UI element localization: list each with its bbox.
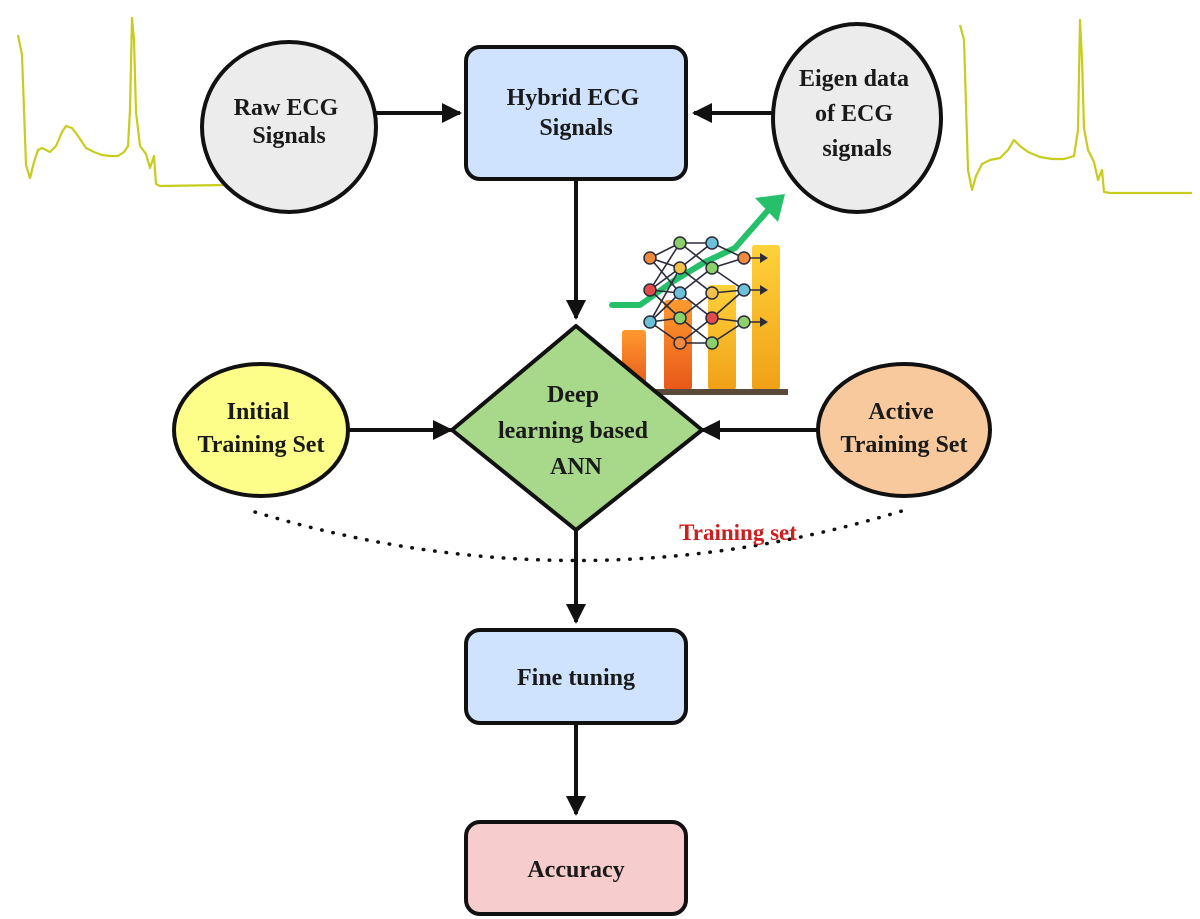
ecg-trace-left — [16, 16, 226, 188]
svg-text:Eigen data of ECG: Eigen data of ECG signals — [799, 66, 915, 162]
initial-training-label-line-2: Training Set — [198, 432, 325, 458]
ann-label-line-3: ANN — [550, 454, 603, 480]
fine-tuning-label: Fine tuning — [517, 665, 635, 691]
fine-tuning-node: Fine tuning — [464, 628, 688, 725]
training-set-dotted-curve — [253, 508, 907, 563]
accuracy-node: Accuracy — [464, 820, 688, 916]
hybrid-ecg-label-line-1: Hybrid ECG — [507, 85, 640, 111]
svg-text:Deep learning based: Deep learning based ANN — [498, 382, 654, 480]
ann-node: Deep learning based ANN — [450, 324, 704, 532]
svg-text:Initial Training Set: Initial Training Set — [198, 399, 325, 458]
initial-training-label-line-1: Initial — [227, 399, 290, 425]
accuracy-label: Accuracy — [527, 857, 624, 883]
raw-ecg-label-line-1: Raw ECG — [234, 95, 339, 121]
svg-text:Active Training Set: Active Training Set — [841, 399, 968, 458]
neural-network-growth-chart-icon — [609, 188, 790, 403]
eigen-data-node: Eigen data of ECG signals — [771, 22, 943, 214]
hybrid-ecg-node: Hybrid ECG Signals — [464, 45, 688, 181]
ann-label-line-2: learning based — [498, 418, 649, 444]
svg-text:Hybrid ECG Signals: Hybrid ECG Signals — [507, 85, 646, 141]
svg-text:Raw ECG Signals: Raw ECG Signals — [234, 95, 345, 149]
eigen-data-label-line-1: Eigen data — [799, 66, 909, 92]
active-training-label-line-1: Active — [868, 399, 934, 425]
raw-ecg-label-line-2: Signals — [252, 123, 325, 149]
ann-label-line-1: Deep — [547, 382, 599, 408]
hybrid-ecg-label-line-2: Signals — [539, 115, 612, 141]
training-set-label: Training set — [679, 520, 797, 545]
initial-training-set-node: Initial Training Set — [172, 362, 350, 498]
active-training-label-line-2: Training Set — [841, 432, 968, 458]
raw-ecg-node: Raw ECG Signals — [200, 40, 378, 214]
eigen-data-label-line-2: of ECG — [815, 101, 893, 127]
active-training-set-node: Active Training Set — [816, 362, 992, 498]
ecg-trace-right — [958, 18, 1192, 195]
eigen-data-label-line-3: signals — [822, 136, 891, 162]
